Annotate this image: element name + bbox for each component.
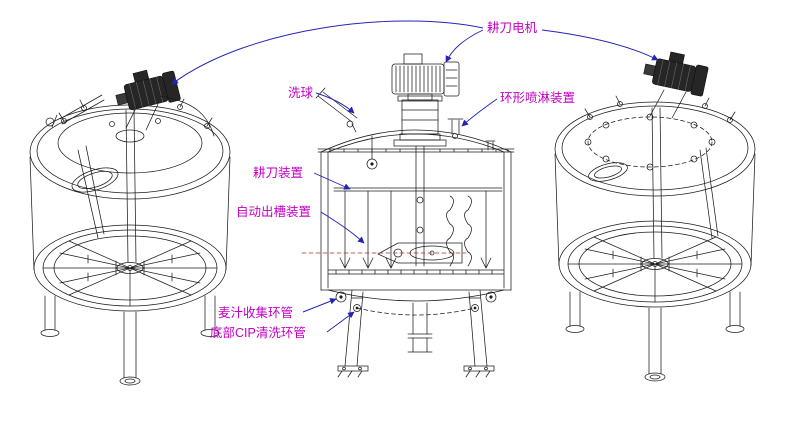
agitator-shaft-right	[651, 107, 663, 259]
leader-wash-ball	[315, 92, 355, 114]
leader-rake-motor-left	[171, 20, 484, 85]
ring-spray-pipe-top	[587, 116, 713, 168]
ring-spray-nozzles-top	[584, 113, 716, 171]
rake-motor-right	[641, 46, 711, 119]
bottom-rake-assembly-right	[558, 220, 752, 308]
left-isometric-view	[29, 63, 231, 386]
spray-ball-pipe	[315, 87, 378, 170]
leader-rake-motor-right	[541, 29, 659, 61]
top-piping-left	[45, 94, 215, 239]
label-wort-collection-ring: 麦汁收集环管	[218, 305, 293, 320]
rake-knife-assembly	[333, 145, 503, 269]
wort-collection-ring-pipe	[335, 291, 497, 303]
top-piping-right	[584, 95, 736, 239]
rake-motor-left	[111, 63, 182, 131]
label-auto-discharge: 自动出槽装置	[236, 205, 311, 219]
label-rake-motor: 耕刀电机	[487, 20, 538, 35]
label-rake-device: 耕刀装置	[253, 165, 303, 180]
discharge-pipe	[407, 302, 433, 353]
legs-left-view	[40, 295, 220, 386]
label-bottom-cip-ring: 底部CIP清洗环管	[210, 325, 306, 340]
leader-ring-spray	[461, 98, 498, 127]
leader-wort-ring	[302, 298, 337, 313]
leader-cip-ring	[326, 311, 355, 333]
agitator-motor	[391, 53, 460, 147]
legs-front-view	[337, 289, 495, 378]
bottom-rake-assembly-left	[33, 224, 227, 312]
bottom-cip-ring-pipe	[353, 304, 479, 316]
agitator-shaft-left	[125, 109, 137, 263]
annotation-labels: 耕刀电机 洗球 环形喷淋装置 耕刀装置 自动出槽装置 麦汁收集环管 底部CIP清…	[210, 20, 575, 340]
manway-left	[71, 167, 119, 193]
label-wash-ball: 洗球	[288, 86, 314, 100]
legs-right-view	[565, 291, 745, 382]
auto-discharge-device	[301, 242, 467, 264]
ring-spray-nozzle	[447, 118, 496, 151]
right-isometric-view	[554, 46, 756, 382]
leader-rake-motor-center	[445, 29, 484, 63]
front-section-view	[301, 53, 515, 378]
leader-auto-discharge	[320, 211, 365, 244]
false-bottom	[327, 269, 505, 275]
label-ring-spray: 环形喷淋装置	[500, 91, 575, 105]
annotation-leaders	[171, 20, 659, 333]
manway-right	[588, 162, 628, 182]
leader-rake-device	[313, 172, 351, 190]
